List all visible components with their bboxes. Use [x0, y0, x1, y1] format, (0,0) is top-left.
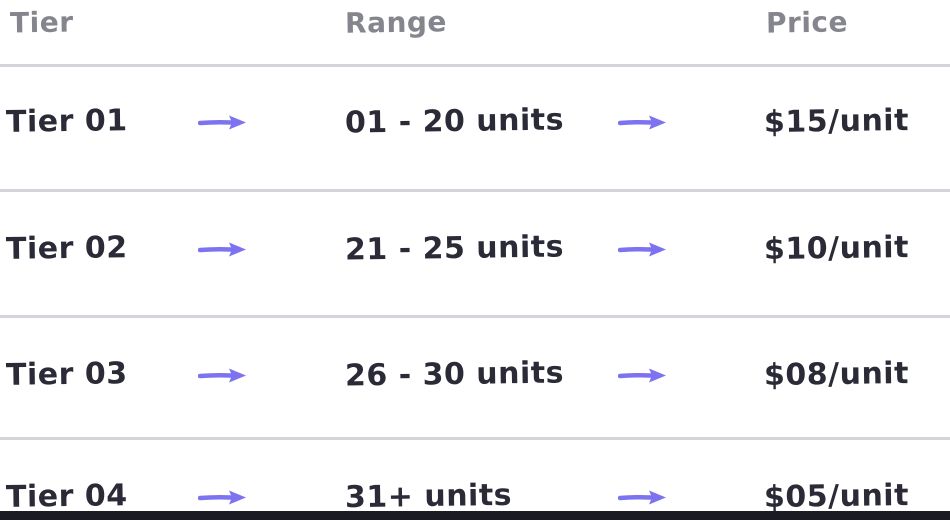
row-divider	[0, 315, 950, 318]
right-arrow-icon	[618, 241, 668, 258]
table-row: Tier 04 31+ units $05/unit	[0, 477, 950, 517]
tier-label: Tier 03	[5, 356, 128, 393]
price-value: $08/unit	[763, 355, 910, 394]
range-value: 01 - 20 units	[344, 102, 565, 141]
range-value: 26 - 30 units	[344, 355, 565, 394]
row-divider	[0, 64, 950, 67]
right-arrow-icon	[198, 367, 248, 384]
right-arrow-icon	[198, 241, 248, 258]
range-value: 21 - 25 units	[344, 229, 565, 268]
range-value: 31+ units	[344, 477, 513, 516]
table-row: Tier 03 26 - 30 units $08/unit	[0, 355, 950, 395]
table-row: Tier 01 01 - 20 units $15/unit	[0, 102, 950, 142]
right-arrow-icon	[618, 114, 668, 131]
column-header-price: Price	[765, 5, 849, 40]
row-divider	[0, 189, 950, 192]
price-value: $15/unit	[763, 102, 910, 141]
tier-label: Tier 04	[5, 478, 128, 515]
right-arrow-icon	[198, 114, 248, 131]
bottom-edge-bar	[0, 511, 950, 520]
row-divider	[0, 437, 950, 440]
tier-label: Tier 01	[5, 103, 128, 140]
right-arrow-icon	[618, 489, 668, 506]
column-header-range: Range	[344, 5, 448, 40]
right-arrow-icon	[198, 489, 248, 506]
price-value: $10/unit	[763, 229, 910, 268]
tier-label: Tier 02	[5, 230, 128, 267]
column-header-tier: Tier	[9, 5, 74, 40]
price-value: $05/unit	[763, 477, 910, 516]
right-arrow-icon	[618, 367, 668, 384]
table-row: Tier 02 21 - 25 units $10/unit	[0, 229, 950, 269]
